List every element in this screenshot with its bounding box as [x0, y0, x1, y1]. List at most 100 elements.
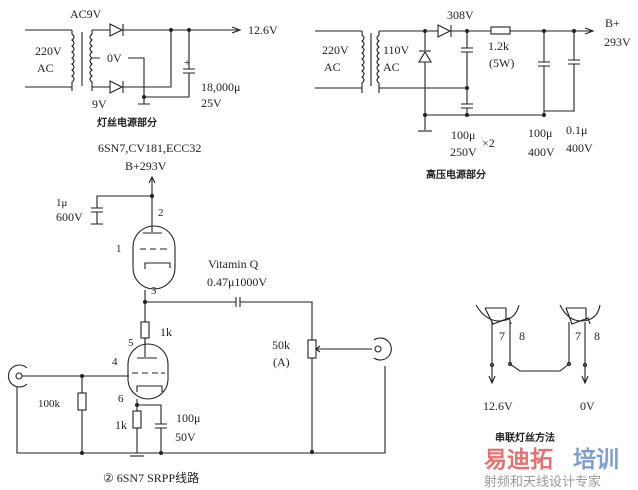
- label-bypass-cap: 0.1μ: [566, 123, 587, 137]
- hv-primary-leads: [315, 30, 362, 89]
- arrow-icon: [581, 375, 589, 385]
- upper-cathode: [144, 262, 171, 269]
- arrow-icon: [584, 27, 595, 35]
- label-100k: 100k: [38, 398, 61, 410]
- input-jack[interactable]: [7, 364, 28, 388]
- srpp-circuit: 6SN7,CV181,ECC32 B+293V 1μ 600V 2 1 3 Vi…: [7, 141, 392, 485]
- watermark-brand-blue: 培训: [573, 446, 619, 473]
- series-diode: [437, 24, 452, 38]
- label-cap-voltage: 25V: [201, 96, 222, 110]
- label-primary-v: 220V: [35, 44, 62, 58]
- series-heater: 7 8 7 8 12.6V 0V 串联灯丝方法: [475, 304, 601, 444]
- ground-icon: [138, 97, 150, 105]
- label-tube-types: 6SN7,CV181,ECC32: [98, 141, 201, 155]
- label-resistor-value: 1.2k: [488, 39, 509, 53]
- pin-right-7: 7: [575, 329, 581, 343]
- pin-left-8: 8: [519, 329, 525, 343]
- label-308v: 308V: [447, 8, 474, 22]
- label-12v6: 12.6V: [248, 23, 278, 37]
- output-jack[interactable]: [373, 337, 392, 361]
- label-cathode-cap-voltage: 50V: [175, 430, 196, 444]
- pin-left-7: 7: [499, 329, 505, 343]
- pin-right-8: 8: [594, 329, 600, 343]
- arrow-icon: [488, 375, 496, 385]
- label-hv-primary-ac: AC: [324, 60, 341, 74]
- label-filter-voltage: 400V: [528, 145, 555, 159]
- resistor-1k2: [490, 26, 511, 35]
- label-right-voltage: 0V: [580, 399, 595, 413]
- label-left-voltage: 12.6V: [483, 399, 513, 413]
- series-link-wire: [509, 322, 570, 372]
- label-x2: ×2: [482, 136, 495, 150]
- pin-3: 3: [151, 285, 157, 297]
- watermark-brand-red: 易迪拓: [484, 447, 553, 473]
- srpp-caption: ② 6SN7 SRPP线路: [103, 470, 199, 485]
- cathode-resistor: [132, 410, 142, 429]
- label-293v: 293V: [604, 35, 631, 49]
- watermark: 易迪拓 培训 射频和天线设计专家: [484, 446, 619, 490]
- label-pot-taper: (A): [273, 355, 290, 369]
- right-filament: [565, 307, 591, 325]
- secondary-leads: [92, 29, 110, 88]
- upper-tube: [132, 225, 176, 290]
- filter-capacitor: [144, 30, 195, 98]
- cathode-capacitor: [137, 404, 167, 453]
- hv-supply: 308V 220V AC 110V AC 1.2k (5W) B+ 293V 1…: [315, 8, 631, 181]
- pin-1: 1: [116, 243, 122, 255]
- watermark-tagline: 射频和天线设计专家: [484, 474, 601, 490]
- wiper-arrow-icon: [315, 345, 321, 353]
- label-ac9v: AC9V: [70, 7, 102, 21]
- series-heater-caption: 串联灯丝方法: [495, 431, 555, 444]
- primary-coil: [71, 30, 75, 91]
- label-center-tap: 0V: [107, 51, 122, 65]
- label-pot-value: 50k: [272, 338, 290, 352]
- shunt-diode: [418, 50, 432, 63]
- label-doubler-cap: 100μ: [451, 128, 475, 142]
- label-600v: 600V: [56, 210, 83, 224]
- grid-resistor: [77, 392, 87, 411]
- label-cathode-resistor: 1k: [115, 418, 127, 432]
- label-primary-ac: AC: [37, 61, 54, 75]
- label-cap-value: 18,000μ: [201, 80, 240, 94]
- secondary-coil: [89, 30, 93, 91]
- diode-top: [109, 23, 124, 37]
- pin-5: 5: [128, 337, 134, 349]
- label-bypass-voltage: 400V: [566, 141, 593, 155]
- label-vitamin-q: Vitamin Q: [208, 257, 259, 271]
- label-9v: 9V: [92, 97, 107, 111]
- primary-leads: [25, 29, 72, 88]
- volume-pot[interactable]: [307, 339, 317, 359]
- filter-cap-100u: [538, 31, 550, 115]
- arrow-icon: [148, 175, 156, 184]
- label-cathode-cap: 100μ: [176, 411, 200, 425]
- filament-supply: + AC9V 220V AC 0V 9V 12.6V 18,000μ 25V 灯…: [25, 7, 278, 129]
- lower-cathode: [136, 385, 163, 392]
- arrow-icon: [231, 26, 242, 34]
- bypass-cap-0u1: [544, 31, 580, 112]
- label-bplus: B+: [605, 16, 620, 30]
- left-filament: [484, 307, 512, 325]
- svg-text:+: +: [184, 57, 190, 69]
- doubler-cap-top: [461, 31, 473, 88]
- hv-caption: 高压电源部分: [426, 168, 486, 181]
- label-1u: 1μ: [56, 197, 68, 209]
- pin-6: 6: [118, 393, 124, 405]
- label-hv-primary-v: 220V: [322, 43, 349, 57]
- label-hv-secondary-ac: AC: [383, 60, 400, 74]
- label-doubler-voltage: 250V: [450, 145, 477, 159]
- left-tube-envelope: [475, 304, 520, 322]
- label-supply: B+293V: [125, 159, 167, 173]
- label-resistor-power: (5W): [489, 56, 514, 70]
- filament-caption: 灯丝电源部分: [97, 116, 157, 129]
- label-filter-cap: 100μ: [528, 126, 552, 140]
- lower-tube: [127, 343, 169, 400]
- label-plate-resistor: 1k: [160, 325, 172, 339]
- pin-2: 2: [158, 207, 164, 219]
- coupling-capacitor: [145, 297, 313, 340]
- right-tube-envelope: [559, 304, 601, 322]
- label-coupling-value: 0.47μ1000V: [207, 275, 267, 289]
- hv-primary-coil: [361, 31, 365, 93]
- pin-4: 4: [112, 356, 118, 368]
- diode-bottom: [109, 80, 124, 94]
